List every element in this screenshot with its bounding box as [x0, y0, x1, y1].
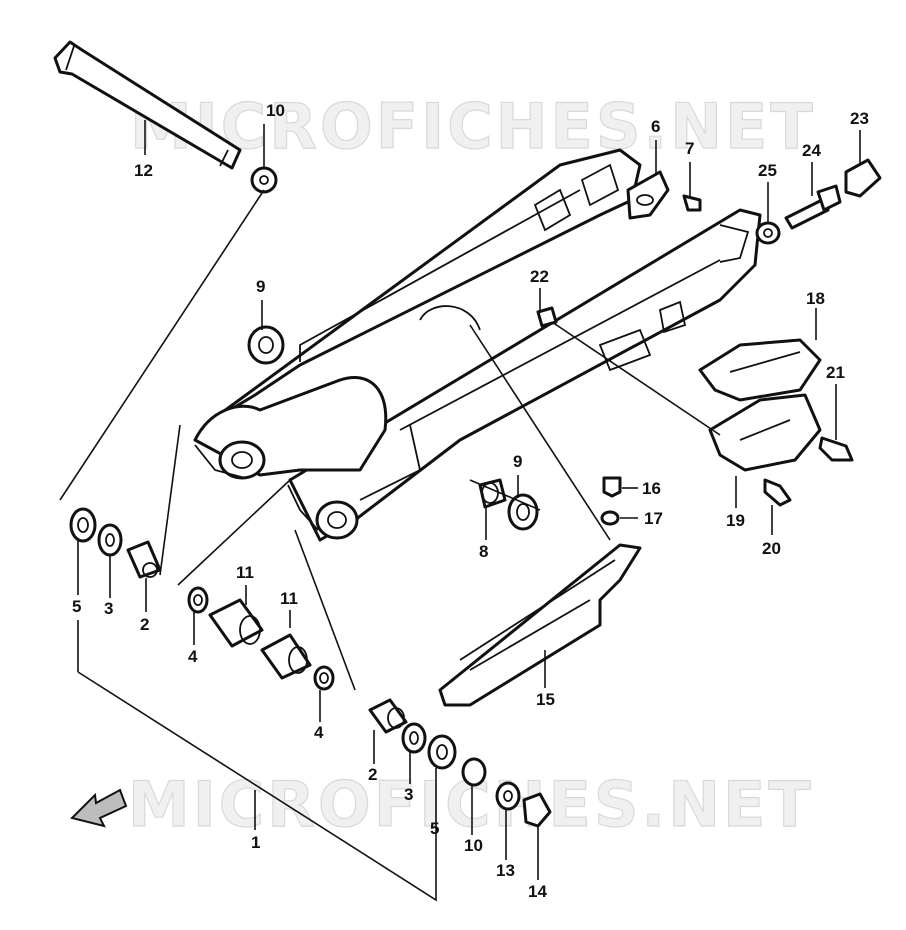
chain-slider-part-15: [438, 543, 642, 707]
callout-10-lower: 10: [464, 836, 483, 855]
callout-labels: 1 2 2 3 3 4 4 5 5 6 7 8 9 9 10 10 11 11 …: [72, 101, 869, 901]
callout-18: 18: [806, 289, 825, 308]
washer-part-13: [495, 781, 521, 811]
callout-20: 20: [762, 539, 781, 558]
callout-6: 6: [651, 117, 660, 136]
washer-part-10-lower: [461, 757, 487, 787]
nut-part-22: [536, 306, 558, 328]
spacer-part-11-right: [260, 633, 312, 680]
washer-part-25: [755, 221, 781, 245]
callout-23: 23: [850, 109, 869, 128]
screw-part-7: [682, 194, 702, 212]
callout-3-left: 3: [104, 599, 113, 618]
callout-25: 25: [758, 161, 777, 180]
washer-part-17: [600, 510, 620, 526]
seal-part-5-left: [69, 507, 97, 543]
callout-12: 12: [134, 161, 153, 180]
nut-part-23: [844, 158, 882, 198]
callout-11-right: 11: [280, 589, 298, 608]
callout-22: 22: [530, 267, 549, 286]
bearing-part-4-left: [187, 586, 209, 614]
bearing-part-9-lower: [507, 493, 539, 531]
callout-5-left: 5: [72, 597, 81, 616]
washer-part-10-upper: [250, 166, 278, 194]
callout-9-upper: 9: [256, 277, 265, 296]
callout-3-right: 3: [404, 785, 413, 804]
bolt-part-24: [784, 184, 842, 230]
nut-part-14: [522, 792, 552, 828]
callout-2-right: 2: [368, 765, 377, 784]
watermark-top: MICROFICHES.NET: [130, 90, 816, 163]
bushing-part-2-left: [126, 540, 162, 579]
callout-15: 15: [536, 690, 555, 709]
callout-5-right: 5: [430, 819, 439, 838]
callout-21: 21: [826, 363, 845, 382]
bearing-part-4-right: [313, 665, 335, 691]
callout-2-left: 2: [140, 615, 149, 634]
callout-8: 8: [479, 542, 488, 561]
callout-13: 13: [496, 861, 515, 880]
washer-part-3-left: [97, 523, 123, 557]
seal-part-5-right: [427, 734, 457, 770]
callout-16: 16: [642, 479, 661, 498]
guide-bracket-part-19: [708, 393, 822, 472]
callout-11-left: 11: [236, 563, 254, 582]
washer-part-3-right: [401, 722, 427, 754]
pivot-shaft-part-12: [53, 40, 242, 170]
callout-7: 7: [685, 139, 694, 158]
callout-1: 1: [251, 833, 260, 852]
adjuster-plate-part-6: [626, 170, 670, 220]
front-direction-arrow-icon: [70, 788, 128, 828]
leader-lines: [77, 120, 861, 880]
screw-part-16: [602, 476, 622, 498]
spacer-part-11-left: [208, 598, 264, 648]
assembly-lines: [59, 189, 721, 902]
callout-10-upper: 10: [266, 101, 285, 120]
callout-24: 24: [802, 141, 821, 160]
chain-guide-part-18: [698, 338, 822, 402]
callout-14: 14: [528, 882, 547, 901]
bearing-part-9-upper: [247, 325, 285, 365]
bolt-part-20: [763, 478, 792, 507]
callout-4-right: 4: [314, 723, 324, 742]
bolt-part-21: [818, 436, 854, 462]
bushing-part-2-right: [368, 698, 408, 734]
callout-19: 19: [726, 511, 745, 530]
callout-4-left: 4: [188, 647, 198, 666]
callout-9-lower: 9: [513, 452, 522, 471]
callout-17: 17: [644, 509, 663, 528]
